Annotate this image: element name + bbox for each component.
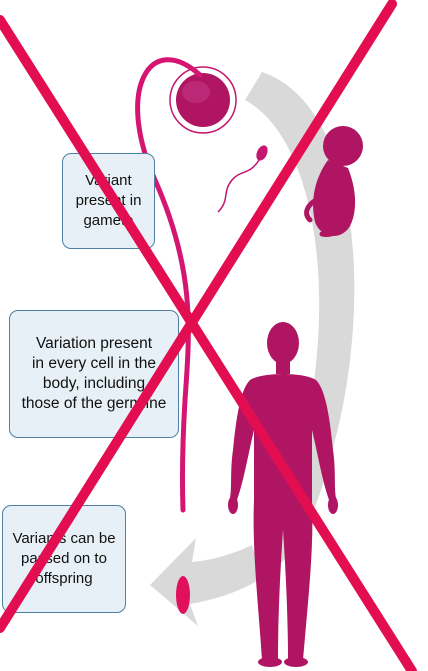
every-cell-variation-box: Variation present in every cell in the b… <box>9 310 179 438</box>
gray-cycle-arrow-icon <box>150 72 354 626</box>
offspring-variant-box: Variants can be passed on to offspring <box>2 505 126 613</box>
sperm-icon <box>218 144 270 212</box>
gamete-variant-box: Variant present in gamete <box>62 153 155 249</box>
egg-cell-icon <box>170 67 236 133</box>
